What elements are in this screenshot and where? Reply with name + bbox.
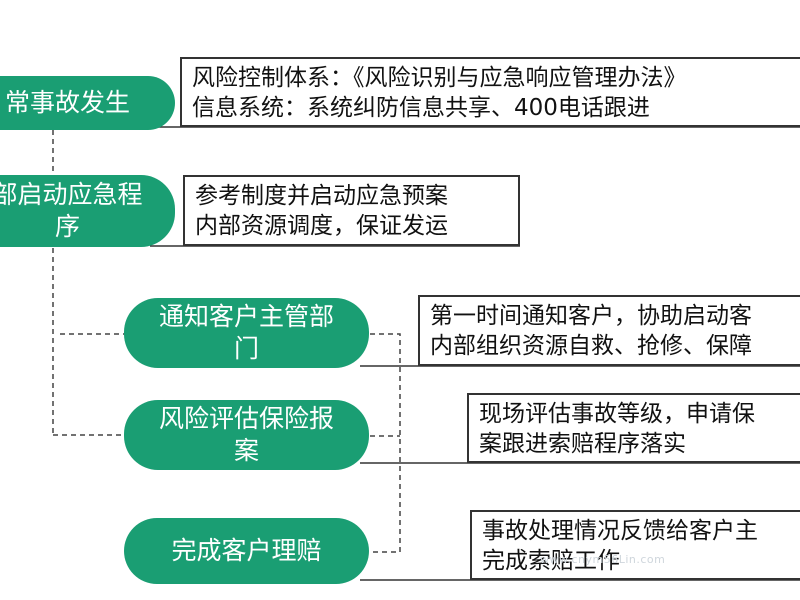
- step-2-notes: 参考制度并启动应急预案 内部资源调度，保证发运: [183, 175, 520, 246]
- dashed-bracket-right: [370, 333, 401, 553]
- step-5-note-1: 事故处理情况反馈给客户主: [482, 518, 758, 544]
- step-3-notes: 第一时间通知客户，协助启动客 内部组织资源自救、抢修、保障: [418, 295, 800, 366]
- step-1-note-2: 信息系统：系统纠防信息共享、400电话跟进: [192, 95, 650, 121]
- step-1-notes: 风险控制体系：《风险识别与应急响应管理办法》 信息系统：系统纠防信息共享、400…: [180, 57, 800, 127]
- step-3-note-2: 内部组织资源自救、抢修、保障: [430, 333, 752, 359]
- step-5-pill: 完成客户理赔: [124, 518, 369, 584]
- step-4-note-1: 现场评估事故等级，申请保: [479, 401, 755, 427]
- step-1-note-1: 风险控制体系：《风险识别与应急响应管理办法》: [192, 65, 687, 91]
- watermark-text: www.cnym56Lin.com: [540, 553, 666, 566]
- step-4-pill: 风险评估保险报 案: [124, 400, 369, 470]
- step-5-note-2: 完成索赔工作: [482, 548, 620, 574]
- step-1-pill: 常事故发生: [0, 76, 175, 130]
- step-4-note-2: 案跟进索赔程序落实: [479, 431, 686, 457]
- step-2-pill: 部启动应急程 序: [0, 175, 175, 247]
- step-2-note-2: 内部资源调度，保证发运: [195, 213, 448, 239]
- step-2-note-1: 参考制度并启动应急预案: [195, 183, 448, 209]
- step-3-pill: 通知客户主管部 门: [124, 298, 369, 368]
- step-4-notes: 现场评估事故等级，申请保 案跟进索赔程序落实: [467, 393, 800, 463]
- step-5-notes: 事故处理情况反馈给客户主 完成索赔工作: [470, 510, 800, 580]
- step-3-note-1: 第一时间通知客户，协助启动客: [430, 303, 752, 329]
